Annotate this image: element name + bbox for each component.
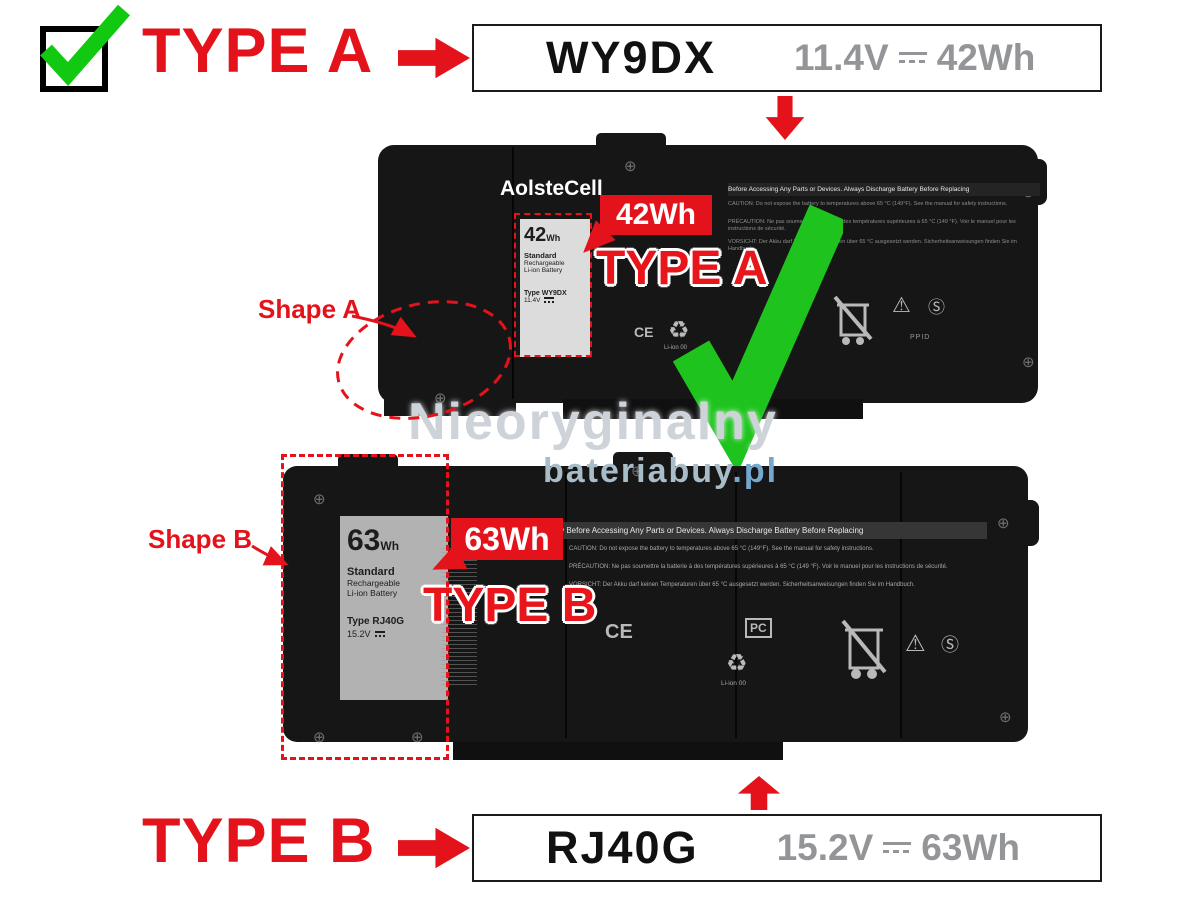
capacity-badge-a: 42Wh	[600, 195, 712, 235]
battery-a-right-ear	[1033, 159, 1047, 205]
battery-b-seam	[565, 472, 567, 738]
model-box-type-a: WY9DX 11.4V 42Wh	[472, 24, 1102, 92]
model-code-b: RJ40G	[546, 822, 699, 873]
capacity-b: 63Wh	[921, 827, 1020, 868]
voltage-b: 15.2V	[776, 827, 874, 868]
battery-b-photo: ⊕ ⊕ ⊕ ⊕ ⊕ ⊕ 63Wh Standard Rechargeable L…	[283, 452, 1055, 772]
screw-icon: ⊕	[997, 515, 1010, 532]
big-green-check-icon	[673, 204, 843, 467]
label-capacity-unit-b: Wh	[380, 539, 400, 553]
battery-b-connector	[453, 742, 783, 760]
ce-mark-icon: CE	[634, 324, 654, 340]
arrow-right-icon	[398, 827, 470, 869]
s-circle-icon: Ⓢ	[941, 635, 959, 655]
brand-logo-text: AolsteCell	[500, 177, 603, 200]
model-box-type-b: RJ40G 15.2V 63Wh	[472, 814, 1102, 882]
type-a-overlay-text: TYPE A	[596, 242, 768, 295]
green-checkmark-icon	[40, 4, 131, 86]
type-a-heading: TYPE A	[142, 16, 374, 86]
crossed-bin-icon	[833, 295, 873, 345]
watermark-brand: bateriabuy	[543, 452, 733, 490]
watermark-tld: .pl	[732, 452, 779, 490]
shape-b-label: Shape B	[148, 524, 253, 554]
watermark-line1: Nieoryginalny	[408, 393, 778, 451]
spec-a: 11.4V 42Wh	[794, 37, 1035, 79]
type-b-heading: TYPE B	[142, 806, 376, 876]
spec-b: 15.2V 63Wh	[777, 827, 1020, 869]
caution-text-a-2: PRÉCAUTION: Ne pas soumettre la batterie…	[728, 219, 1016, 233]
label-line2-a: Rechargeable	[524, 260, 565, 267]
capacity-badge-b: 63Wh	[451, 518, 563, 560]
label-a-dashed-highlight	[514, 213, 592, 357]
dc-symbol-icon	[543, 297, 554, 304]
dc-symbol-icon	[883, 840, 912, 856]
model-code-a: WY9DX	[546, 32, 717, 83]
label-line1-b: Standard	[347, 566, 395, 578]
label-type-a: Type WY9DX	[524, 290, 567, 297]
watermark-line2: bateriabuy.pl	[543, 452, 778, 491]
screw-icon: ⊕	[631, 463, 644, 480]
caution-text-b-2: PRÉCAUTION: Ne pas soumettre la batterie…	[569, 564, 948, 570]
shape-a-label: Shape A	[258, 294, 362, 324]
caution-text-a-1: CAUTION: Do not expose the battery to te…	[728, 201, 1008, 207]
screw-icon: ⊕	[411, 729, 424, 746]
caution-text-b-3: VORSICHT: Der Akku darf keinen Temperatu…	[569, 582, 915, 588]
arrow-right-icon	[398, 37, 470, 79]
arrow-up-icon	[737, 776, 781, 810]
battery-b-seam	[900, 472, 902, 738]
label-type-b: Type RJ40G	[347, 616, 405, 627]
warning-band-a: Before Accessing Any Parts or Devices. A…	[728, 183, 1040, 196]
dc-symbol-icon	[374, 630, 385, 638]
label-voltage-b: 15.2V	[347, 629, 371, 639]
battery-b-spec-label: 63Wh Standard Rechargeable Li-ion Batter…	[340, 516, 448, 700]
crossed-bin-icon	[841, 619, 887, 679]
label-line3-b: Li-ion Battery	[347, 588, 398, 598]
label-voltage-a: 11.4V	[524, 297, 541, 304]
battery-b-right-ear	[1023, 500, 1039, 546]
label-capacity-unit-a: Wh	[546, 233, 561, 243]
warning-band-b: ery Before Accessing Any Parts or Device…	[553, 522, 987, 539]
battery-b-top-tab	[613, 452, 673, 468]
warning-triangle-icon: ⚠	[905, 630, 926, 656]
battery-a-photo: ⊕ ⊕ ⊕ ⊕ AolsteCell 42Wh Standard Recharg…	[378, 133, 1068, 467]
li-ion-text-a: Li-ion 00	[664, 345, 688, 351]
battery-b-seam	[735, 472, 737, 738]
recycle-icon: ♻	[668, 317, 690, 344]
screw-icon: ⊕	[999, 709, 1012, 726]
screw-icon: ⊕	[313, 491, 326, 508]
screw-icon: ⊕	[1022, 354, 1035, 371]
shape-b-dashed-highlight	[281, 454, 449, 760]
pc-mark-icon: PC	[745, 618, 772, 638]
label-line3-a: Li-ion Battery	[524, 267, 563, 274]
dc-symbol-icon	[898, 50, 927, 66]
li-ion-text-b: Li-ion 00	[721, 680, 746, 687]
type-b-overlay-text: TYPE B	[423, 579, 597, 632]
label-capacity-a: 42	[524, 224, 547, 246]
s-circle-icon: Ⓢ	[928, 298, 945, 317]
voltage-a: 11.4V	[794, 37, 889, 78]
ppid-text: PPID	[910, 334, 931, 341]
capacity-a: 42Wh	[936, 37, 1036, 78]
screw-icon: ⊕	[313, 729, 326, 746]
recycle-icon: ♻	[726, 650, 748, 677]
warning-triangle-icon: ⚠	[892, 294, 911, 317]
caution-text-b-1: CAUTION: Do not expose the battery to te…	[569, 546, 874, 552]
battery-a-seam	[512, 147, 514, 399]
screw-icon: ⊕	[624, 158, 637, 175]
label-line2-b: Rechargeable	[347, 578, 400, 588]
caution-text-a-3: VORSICHT: Der Akku darf keinen Temperatu…	[728, 239, 1017, 253]
label-capacity-b: 63	[347, 524, 381, 557]
ce-mark-icon: CE	[605, 621, 633, 643]
battery-a-spec-label: 42Wh Standard Rechargeable Li-ion Batter…	[520, 219, 590, 357]
label-line1-a: Standard	[524, 251, 557, 260]
